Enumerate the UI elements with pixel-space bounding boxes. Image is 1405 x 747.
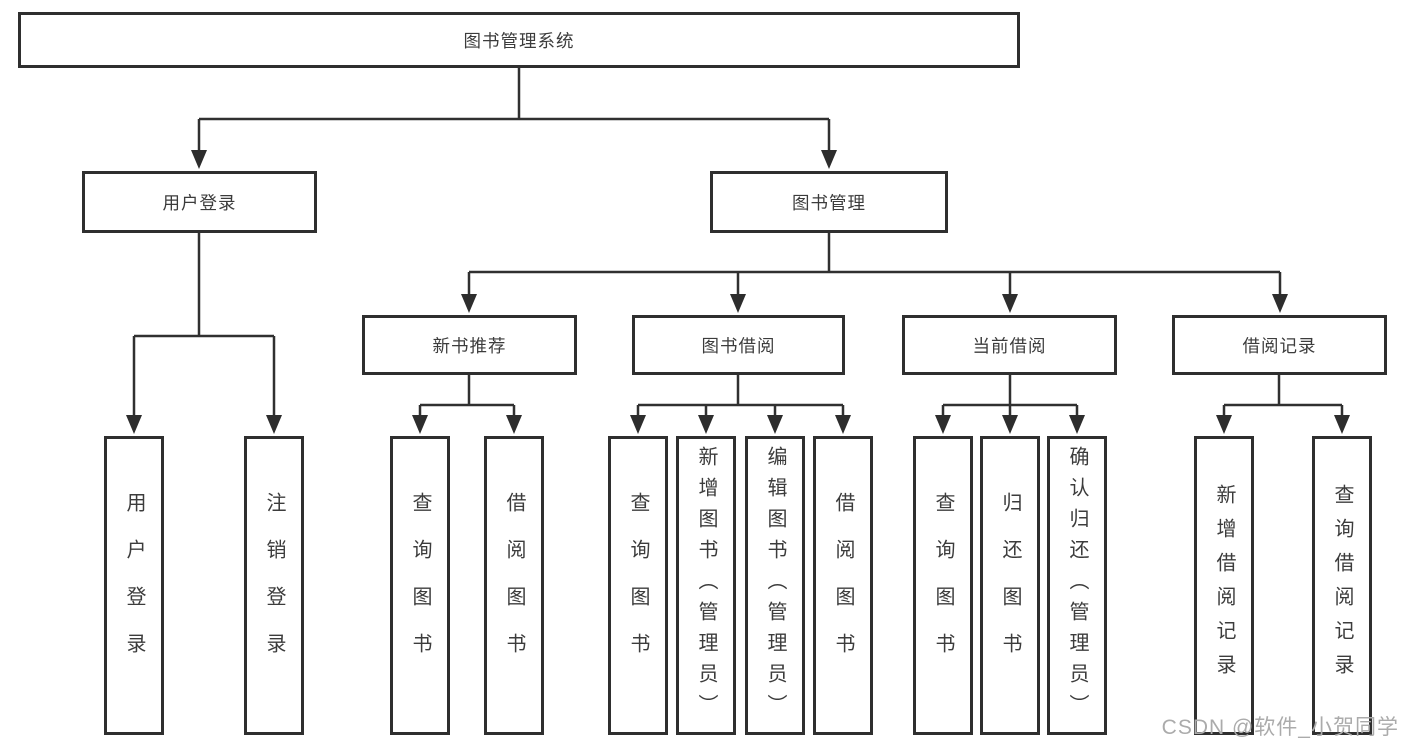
node-label: 归还图书 [999, 491, 1021, 680]
leaf-query-borrow-record: 查询借阅记录 [1312, 436, 1372, 735]
node-label: 图书管理系统 [463, 30, 575, 51]
node-label: 借阅记录 [1242, 335, 1317, 356]
arrowhead [1002, 415, 1018, 434]
node-library-system: 图书管理系统 [18, 12, 1020, 68]
node-book-management: 图书管理 [710, 171, 948, 233]
node-label: 图书借阅 [701, 335, 776, 356]
node-label: 查询图书 [627, 491, 649, 680]
node-label: 借阅图书 [832, 491, 854, 680]
node-label: 图书管理 [792, 192, 866, 213]
node-label: 查询图书 [409, 491, 431, 680]
node-label: 用户登录 [162, 192, 237, 213]
arrowhead [191, 150, 207, 169]
node-label: 编辑图书（管理员） [764, 446, 786, 725]
node-new-book-recommend: 新书推荐 [362, 315, 577, 375]
arrowhead [767, 415, 783, 434]
leaf-logout: 注销登录 [244, 436, 304, 735]
leaf-borrow-books-recommend: 借阅图书 [484, 436, 544, 735]
connector-records-to-leaves [1222, 375, 1344, 415]
node-label: 新书推荐 [432, 335, 507, 356]
arrowhead [730, 294, 746, 313]
leaf-query-books-recommend: 查询图书 [390, 436, 450, 735]
leaf-add-book-admin: 新增图书（管理员） [676, 436, 736, 735]
node-label: 新增借阅记录 [1213, 483, 1235, 688]
arrowhead [698, 415, 714, 434]
node-label: 当前借阅 [972, 335, 1047, 356]
arrowhead [821, 150, 837, 169]
connector-currentborrow-to-leaves [941, 375, 1079, 415]
arrowhead [1002, 294, 1018, 313]
arrowhead [1069, 415, 1085, 434]
node-label: 用户登录 [123, 491, 145, 680]
arrowhead [506, 415, 522, 434]
node-borrow-records: 借阅记录 [1172, 315, 1387, 375]
arrowhead [1334, 415, 1350, 434]
node-current-borrow: 当前借阅 [902, 315, 1117, 375]
node-label: 新增图书（管理员） [695, 446, 717, 725]
node-book-borrow: 图书借阅 [632, 315, 845, 375]
leaf-user-login: 用户登录 [104, 436, 164, 735]
arrowhead [266, 415, 282, 434]
watermark: CSDN @软件_小贺同学 [1161, 716, 1399, 739]
arrowhead [412, 415, 428, 434]
arrowhead [1272, 294, 1288, 313]
leaf-confirm-return-admin: 确认归还（管理员） [1047, 436, 1107, 735]
arrowhead [630, 415, 646, 434]
node-user-login: 用户登录 [82, 171, 317, 233]
leaf-query-books-current: 查询图书 [913, 436, 973, 735]
arrowhead [126, 415, 142, 434]
connector-bookmgmt-to-level3 [467, 233, 1282, 294]
connector-root-to-level2 [197, 68, 831, 150]
arrowhead [461, 294, 477, 313]
arrowhead [1216, 415, 1232, 434]
leaf-add-borrow-record: 新增借阅记录 [1194, 436, 1254, 735]
node-label: 确认归还（管理员） [1066, 446, 1088, 725]
node-label: 查询图书 [932, 491, 954, 680]
arrowhead [835, 415, 851, 434]
node-label: 借阅图书 [503, 491, 525, 680]
connector-userlogin-to-leaves [132, 233, 276, 415]
leaf-edit-book-admin: 编辑图书（管理员） [745, 436, 805, 735]
leaf-borrow-books: 借阅图书 [813, 436, 873, 735]
leaf-query-books-borrow: 查询图书 [608, 436, 668, 735]
connector-newbook-to-leaves [418, 375, 516, 415]
node-label: 注销登录 [263, 491, 285, 680]
connector-bookborrow-to-leaves [636, 375, 845, 415]
arrowhead [935, 415, 951, 434]
node-label: 查询借阅记录 [1331, 483, 1353, 688]
leaf-return-book: 归还图书 [980, 436, 1040, 735]
